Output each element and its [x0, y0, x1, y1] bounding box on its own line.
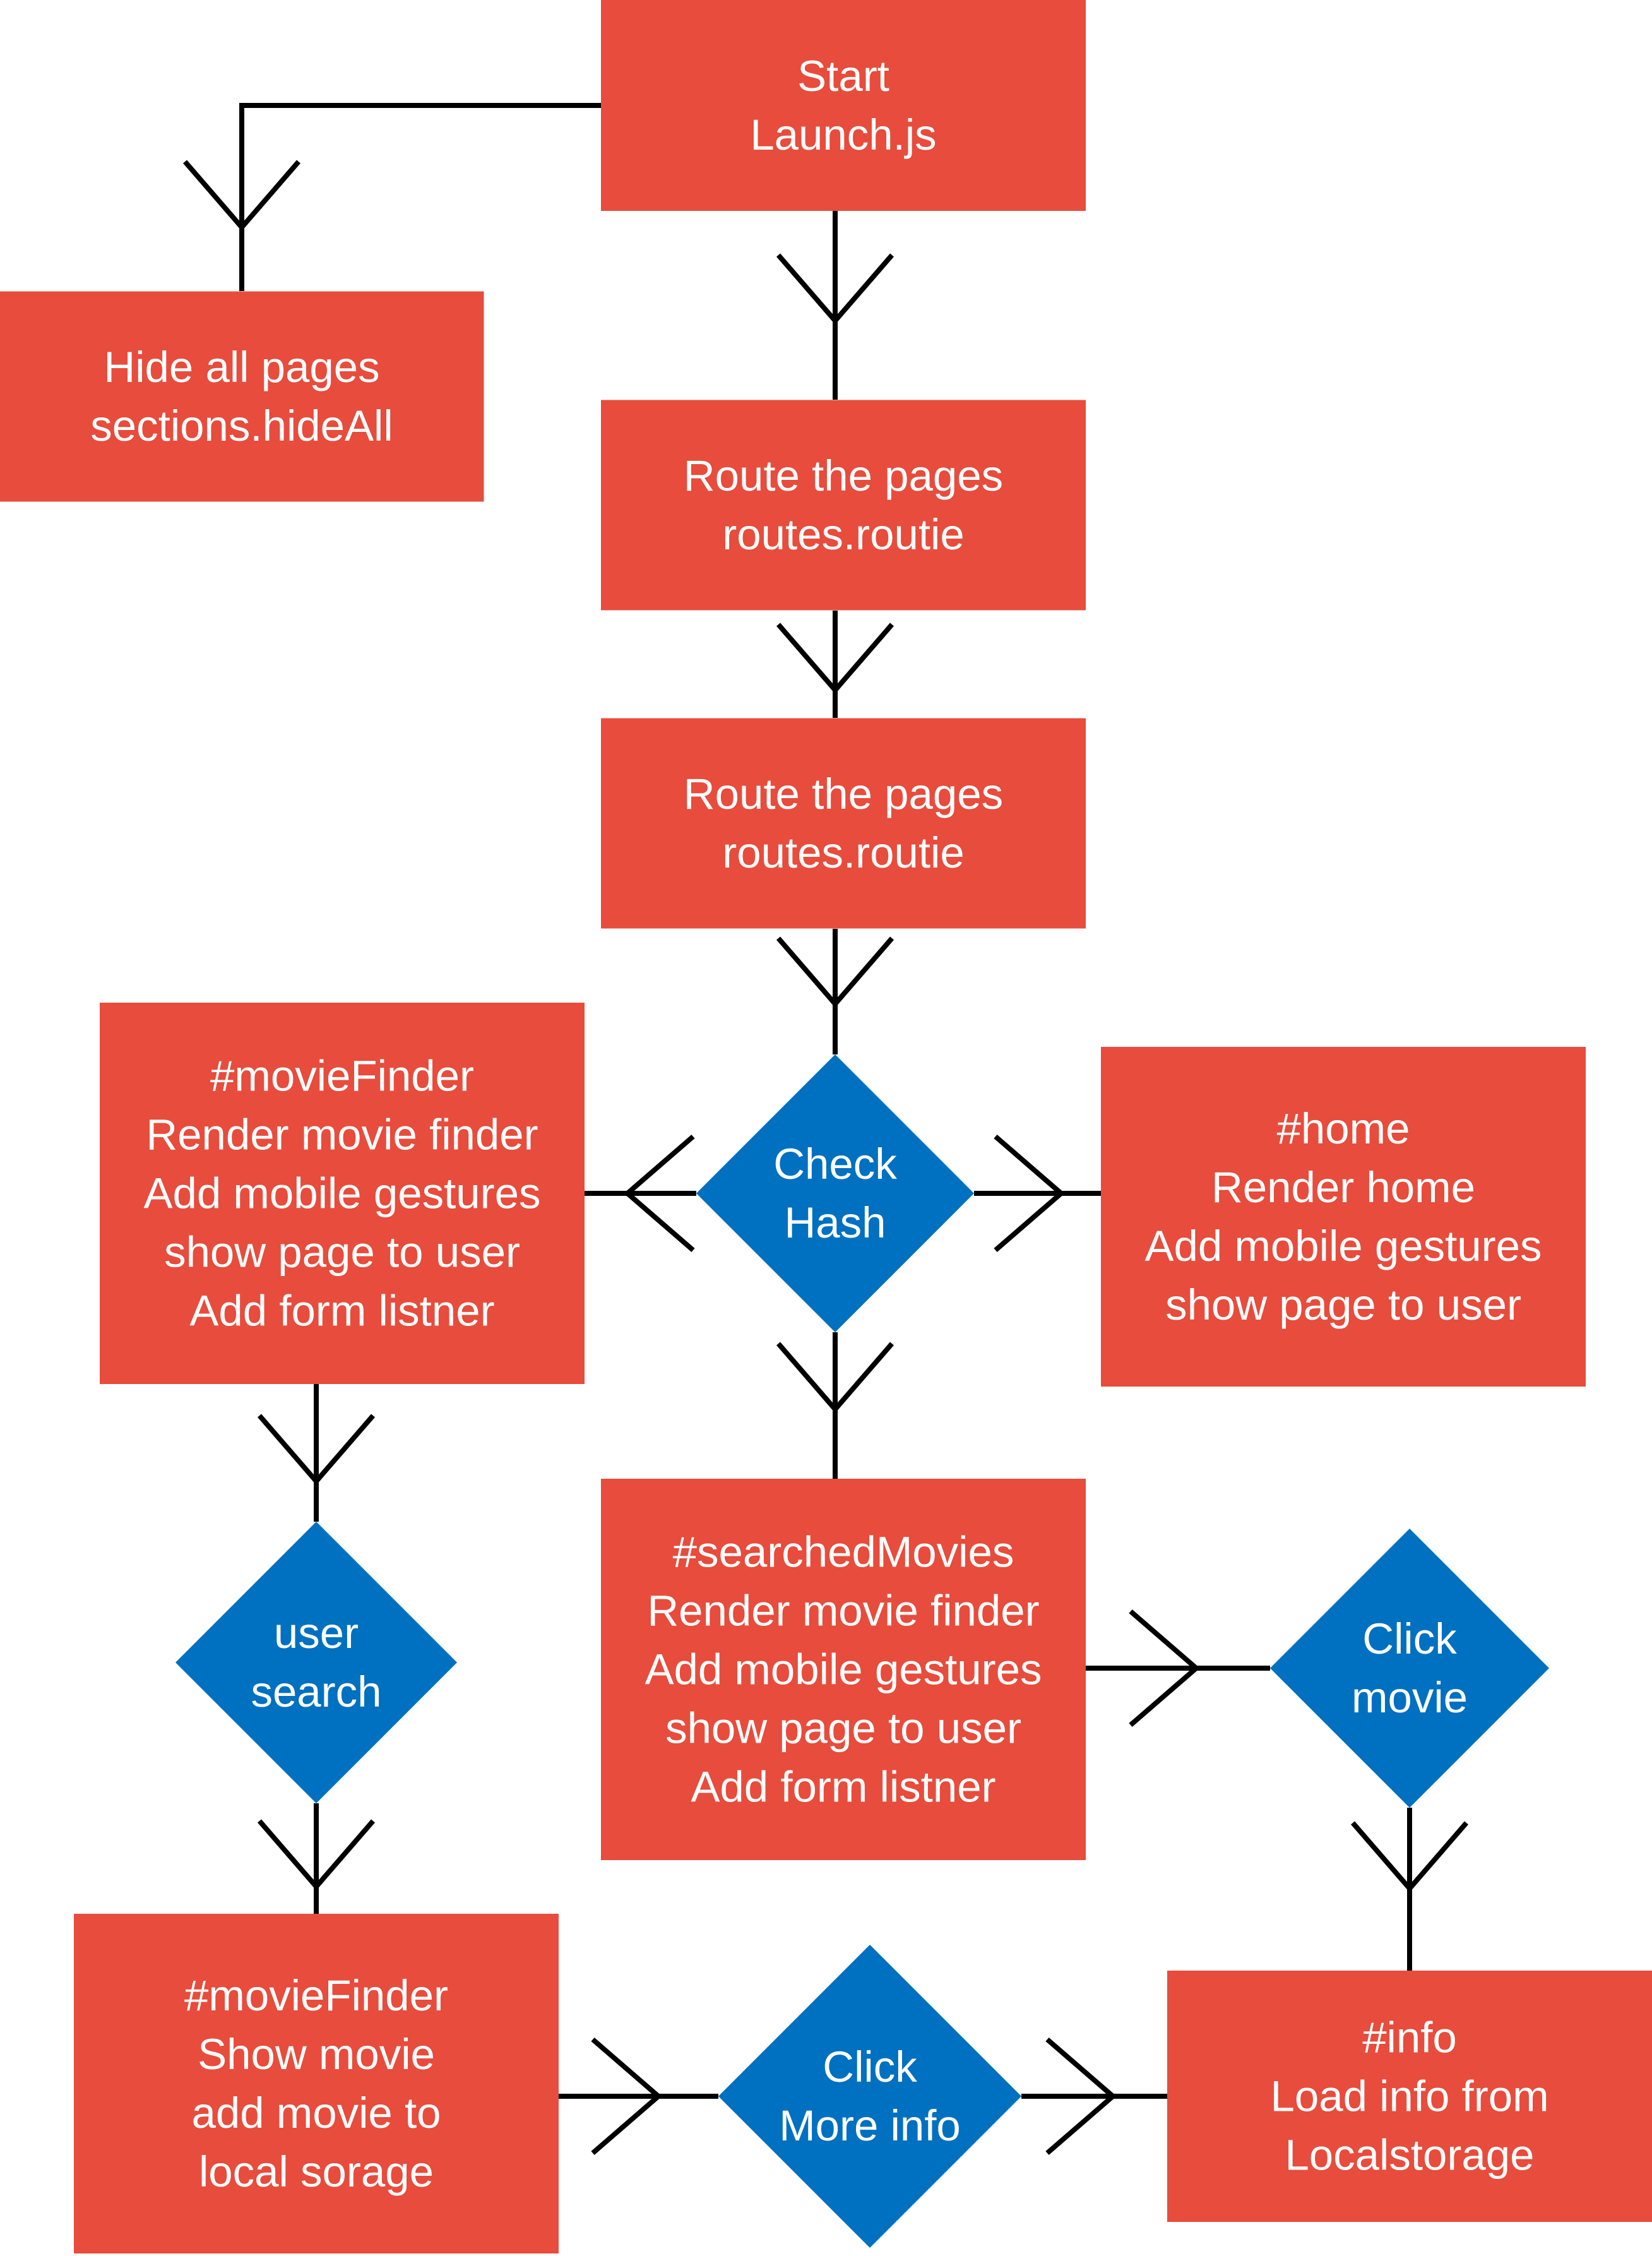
- process-box: [601, 1479, 1086, 1860]
- decision-diamond: [718, 1945, 1021, 2248]
- connector-line: [239, 103, 601, 291]
- process-box: [100, 1003, 585, 1384]
- connector-click-more-info-to-info: [1021, 2037, 1167, 2156]
- connector-check-hash-to-movie-finder: [585, 1134, 696, 1253]
- node-label-line: #searchedMovies: [673, 1528, 1014, 1577]
- node-label-line: Hash: [784, 1198, 886, 1247]
- node-label-line: sections.hideAll: [90, 402, 393, 450]
- process-box: [1167, 1971, 1652, 2222]
- process-box: [1101, 1047, 1586, 1387]
- node-label-line: Show movie: [198, 2030, 435, 2079]
- connector-start-to-hide-all: [182, 103, 601, 291]
- arrowhead-icon: [182, 160, 301, 232]
- node-label-line: #movieFinder: [184, 1971, 448, 2020]
- decision-diamond: [696, 1054, 974, 1332]
- connector-movie-finder-to-user-search: [257, 1384, 376, 1522]
- arrowhead-icon: [1045, 2037, 1117, 2156]
- node-label-line: routes.routie: [722, 510, 965, 559]
- connector-searched-movies-to-click-movie: [1086, 1609, 1270, 1728]
- node-user-search: user search: [175, 1522, 457, 1803]
- arrowhead-icon: [776, 623, 894, 695]
- node-label-line: Add mobile gestures: [143, 1169, 540, 1218]
- node-label-line: Localstorage: [1285, 2131, 1534, 2180]
- node-label-line: More info: [779, 2101, 961, 2150]
- node-label-line: show page to user: [665, 1704, 1021, 1753]
- node-label-line: Render movie finder: [647, 1587, 1039, 1635]
- node-label-line: movie: [1352, 1673, 1468, 1722]
- arrowhead-icon: [776, 1342, 894, 1414]
- node-label-line: show page to user: [164, 1228, 520, 1277]
- node-label-line: Check: [773, 1140, 897, 1188]
- node-label-line: Route the pages: [684, 451, 1003, 500]
- arrowhead-icon: [591, 2037, 663, 2156]
- node-label-line: Add mobile gestures: [645, 1645, 1042, 1694]
- node-label-line: local sorage: [199, 2147, 434, 2196]
- node-hide-all: Hide all pages sections.hideAll: [0, 291, 484, 502]
- decision-diamond: [1270, 1529, 1549, 1808]
- arrowhead-icon: [1129, 1609, 1201, 1728]
- node-label-line: Click: [1362, 1614, 1457, 1663]
- decision-diamond: [175, 1522, 457, 1803]
- node-route-2: Route the pages routes.routie: [601, 718, 1086, 929]
- node-label-line: routes.routie: [722, 828, 965, 877]
- connector-route-2-to-check-hash: [776, 929, 894, 1054]
- node-label-line: add movie to: [191, 2089, 441, 2137]
- connector-movie-finder-show-to-click-more-info: [559, 2037, 718, 2156]
- node-label-line: Route the pages: [684, 770, 1003, 818]
- arrowhead-icon: [776, 253, 894, 325]
- arrowhead-icon: [623, 1134, 695, 1253]
- node-label-line: Render movie finder: [146, 1111, 538, 1159]
- connector-check-hash-to-home: [974, 1134, 1101, 1253]
- node-label-line: Add form listner: [691, 1763, 995, 1811]
- connector-start-to-route-1: [776, 211, 894, 400]
- node-label-line: user: [274, 1609, 359, 1657]
- process-box: [601, 0, 1086, 211]
- connector-route-1-to-route-2: [776, 611, 894, 718]
- arrowhead-icon: [994, 1134, 1066, 1253]
- arrowhead-icon: [257, 1819, 376, 1891]
- arrowhead-icon: [776, 936, 894, 1008]
- node-label-line: show page to user: [1165, 1280, 1521, 1329]
- node-click-movie: Click movie: [1270, 1529, 1549, 1808]
- process-box: [74, 1914, 559, 2253]
- node-label-line: #movieFinder: [210, 1052, 474, 1101]
- node-label-line: Add mobile gestures: [1144, 1222, 1542, 1270]
- node-label-line: #home: [1277, 1104, 1410, 1153]
- node-label-line: Start: [797, 52, 889, 100]
- node-route-1: Route the pages routes.routie: [601, 400, 1086, 611]
- process-box: [601, 400, 1086, 611]
- process-box: [601, 718, 1086, 929]
- node-label-line: Add form listner: [189, 1287, 494, 1335]
- node-label-line: Launch.js: [750, 110, 936, 159]
- node-label-line: search: [251, 1668, 381, 1716]
- node-label-line: #info: [1362, 2014, 1457, 2062]
- process-box: [0, 291, 484, 502]
- node-label-line: Render home: [1211, 1163, 1475, 1212]
- node-label-line: Click: [823, 2043, 917, 2091]
- connector-check-hash-to-searched-movies: [776, 1332, 894, 1479]
- node-label-line: Load info from: [1270, 2072, 1548, 2121]
- connector-user-search-to-movie-finder-show: [257, 1803, 376, 1914]
- connectors: [182, 103, 1469, 2156]
- connector-click-movie-to-info: [1350, 1808, 1469, 1971]
- arrowhead-icon: [1350, 1821, 1469, 1893]
- node-label-line: Hide all pages: [104, 343, 379, 391]
- arrowhead-icon: [257, 1414, 376, 1486]
